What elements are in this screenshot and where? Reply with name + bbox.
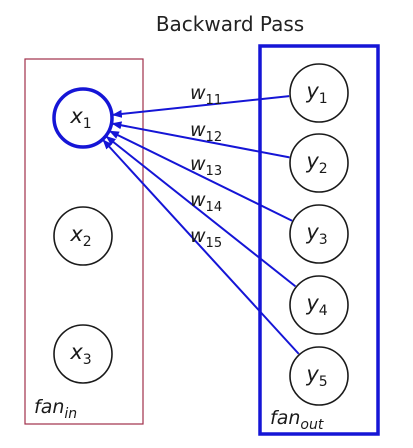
output-node-y5: y5 xyxy=(289,346,349,406)
output-node-y2: y2 xyxy=(289,133,349,193)
fan-out-box xyxy=(258,44,380,436)
output-node-y5-circle xyxy=(289,346,349,406)
input-node-x3-label: x3 xyxy=(69,340,91,368)
input-node-x3: x3 xyxy=(53,324,113,384)
weight-label-w13: w13 xyxy=(190,153,222,179)
input-node-x1-label: x1 xyxy=(69,104,91,132)
output-node-y1-label: y1 xyxy=(305,79,327,107)
weight-label-w15: w15 xyxy=(190,225,222,251)
input-node-x2-label: x2 xyxy=(69,222,91,250)
output-node-y2-circle xyxy=(289,133,349,193)
edge-arrow-y1-x1 xyxy=(111,95,290,118)
output-node-y1: y1 xyxy=(289,63,349,123)
input-node-x2-circle xyxy=(53,206,113,266)
edges-layer: w11 w12 w13 w14 w15 xyxy=(102,82,300,355)
edge-arrow-y3-x1 xyxy=(109,130,293,222)
output-node-y3-circle xyxy=(289,204,349,264)
output-node-y5-label: y5 xyxy=(305,362,327,390)
output-node-y3-label: y3 xyxy=(305,220,327,248)
output-node-y4: y4 xyxy=(289,275,349,335)
input-node-x1-circle xyxy=(52,87,114,149)
weight-label-w11: w11 xyxy=(190,82,222,108)
edge-arrow-y5-x1 xyxy=(102,139,300,355)
weight-label-w14: w14 xyxy=(190,189,222,215)
diagram-title: Backward Pass xyxy=(156,12,304,36)
output-node-y1-circle xyxy=(289,63,349,123)
fan-out-label: fanout xyxy=(270,407,324,433)
output-node-y2-label: y2 xyxy=(305,149,327,177)
fan-in-box xyxy=(24,58,144,425)
output-node-y4-circle xyxy=(289,275,349,335)
weight-label-w12: w12 xyxy=(190,119,222,145)
output-node-y3: y3 xyxy=(289,204,349,264)
input-node-x3-circle xyxy=(53,324,113,384)
input-node-x2: x2 xyxy=(53,206,113,266)
input-node-x1: x1 xyxy=(52,87,114,149)
edge-arrow-y2-x1 xyxy=(111,121,290,159)
fan-in-label: fanin xyxy=(34,396,77,422)
edge-arrow-y4-x1 xyxy=(105,135,297,288)
output-node-y4-label: y4 xyxy=(305,291,327,319)
